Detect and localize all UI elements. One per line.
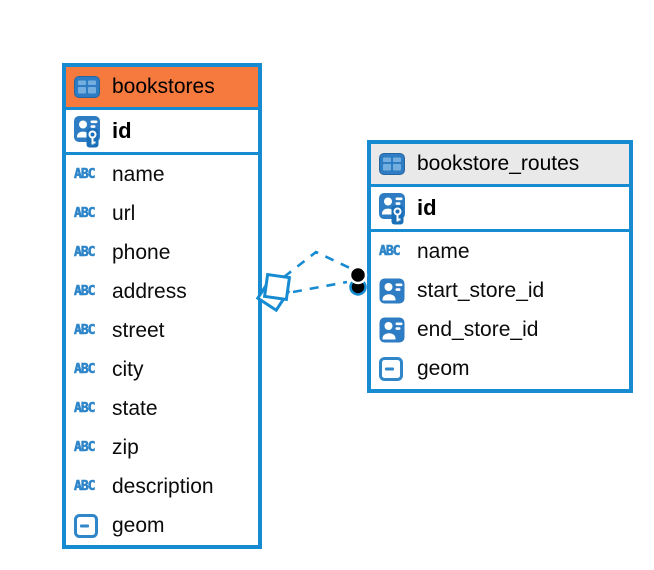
text-type-icon: ABC [74,167,96,183]
relation-line-upper[interactable] [283,250,353,279]
column-name: geom [112,513,165,537]
column-row-name[interactable]: ABC name [371,232,629,271]
column-row-description[interactable]: ABC description [66,467,258,506]
column-row-id[interactable]: id [371,187,629,232]
column-name: end_store_id [417,317,539,341]
column-name: id [417,195,437,220]
table-name: bookstore_routes [417,152,580,175]
text-type-icon: ABC [74,323,96,339]
column-name: phone [112,240,171,264]
column-name: geom [417,356,470,380]
relation-target-dot[interactable] [348,265,368,296]
column-name: name [112,162,165,186]
foreign-key-relation[interactable] [255,250,368,313]
table-icon [379,153,408,175]
column-row-geom[interactable]: geom [66,506,258,545]
geometry-type-icon [379,356,408,381]
column-name: address [112,279,187,303]
column-row-city[interactable]: ABC city [66,350,258,389]
text-type-icon: ABC [74,479,96,495]
text-type-icon: ABC [74,401,96,417]
column-row-state[interactable]: ABC state [66,389,258,428]
primary-key-icon [378,192,409,225]
table-icon [74,76,103,98]
reference-type-icon [379,317,408,343]
entity-table-bookstore-routes[interactable]: bookstore_routes id ABC name [367,140,633,393]
column-row-name[interactable]: ABC name [66,155,258,194]
table-name: bookstores [112,75,215,98]
text-type-icon: ABC [74,440,96,456]
column-row-address[interactable]: ABC address [66,272,258,311]
text-type-icon: ABC [74,206,96,222]
text-type-icon: ABC [74,362,96,378]
column-row-street[interactable]: ABC street [66,311,258,350]
column-name: street [112,318,165,342]
column-name: id [112,118,132,143]
primary-key-icon [73,115,104,148]
table-header[interactable]: bookstore_routes [371,144,629,187]
relation-source-diamond[interactable] [255,272,292,313]
text-type-icon: ABC [379,244,401,260]
column-row-id[interactable]: id [66,110,258,155]
column-name: name [417,239,470,263]
column-row-zip[interactable]: ABC zip [66,428,258,467]
column-name: city [112,357,144,381]
column-name: state [112,396,158,420]
table-header[interactable]: bookstores [66,67,258,110]
column-row-url[interactable]: ABC url [66,194,258,233]
column-name: start_store_id [417,278,545,302]
column-row-end-store-id[interactable]: end_store_id [371,310,629,349]
text-type-icon: ABC [74,245,96,261]
column-row-phone[interactable]: ABC phone [66,233,258,272]
column-name: zip [112,435,139,459]
reference-type-icon [379,278,408,304]
column-row-geom[interactable]: geom [371,349,629,388]
entity-table-bookstores[interactable]: bookstores id ABC name ABC url ABC phone [62,63,262,549]
column-name: description [112,474,214,498]
text-type-icon: ABC [74,284,96,300]
column-row-start-store-id[interactable]: start_store_id [371,271,629,310]
geometry-type-icon [74,513,103,538]
column-name: url [112,201,136,225]
relation-line-lower[interactable] [292,280,348,294]
